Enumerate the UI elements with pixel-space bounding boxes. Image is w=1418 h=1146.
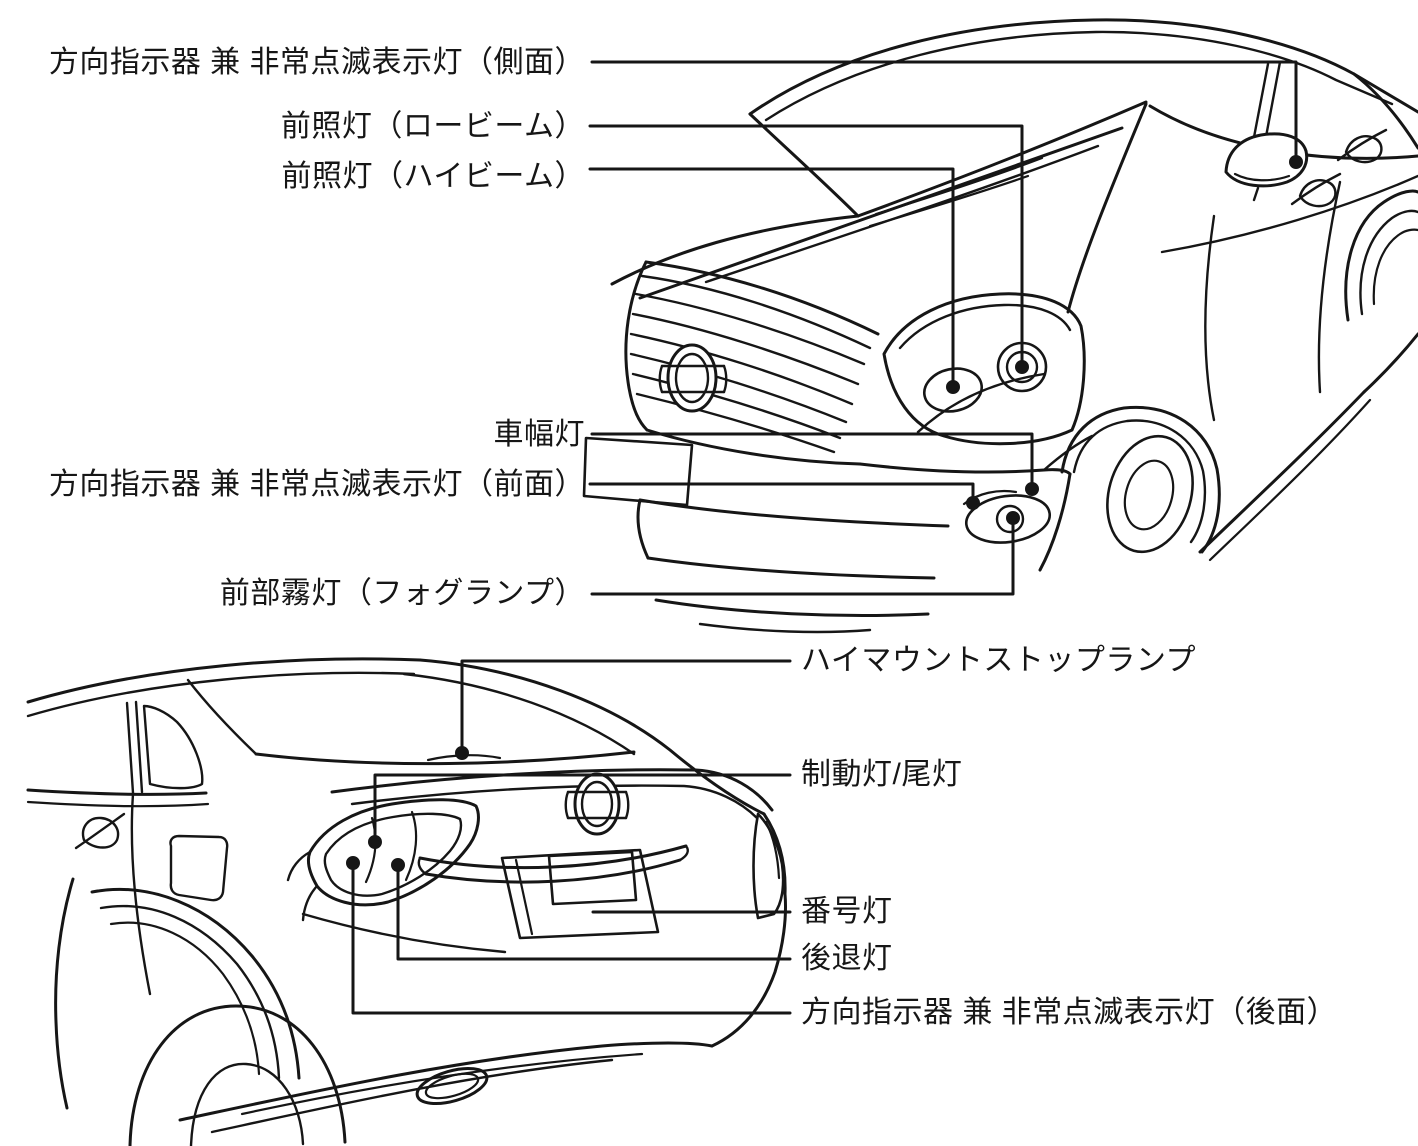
leader-side-turn-signal <box>590 60 1298 160</box>
label-position-light: 車幅灯 <box>493 418 585 451</box>
callout-dot-front-turn-signal <box>966 496 980 510</box>
leader-rear-turn-signal <box>351 867 792 1015</box>
leader-reverse-light <box>396 869 792 961</box>
label-headlight-low-beam: 前照灯（ロービーム） <box>280 110 585 143</box>
front-quarter-view-illustration <box>582 18 1418 634</box>
leader-high-beam <box>588 167 955 384</box>
rear-combination-lamp <box>286 798 480 922</box>
rear-right-lamp <box>752 812 785 920</box>
label-brake-tail-light: 制動灯/尾灯 <box>801 758 963 791</box>
rear-fender-and-wheel <box>54 877 347 1146</box>
callout-dot-side-turn-signal <box>1289 155 1303 169</box>
callout-dot-high-mount-stop-lamp <box>455 746 469 760</box>
trunk-lid <box>330 768 774 940</box>
rear-nissan-badge <box>564 772 630 836</box>
front-fog-lamp-housing <box>964 494 1052 544</box>
callout-dot-reverse-light <box>391 858 405 872</box>
leader-lines <box>346 60 1303 1015</box>
front-bumper <box>582 434 1094 634</box>
door-handles <box>1290 128 1388 208</box>
label-side-turn-signal: 方向指示器 兼 非常点滅表示灯（側面） <box>48 46 585 79</box>
leader-front-fog-lamp <box>590 522 1015 596</box>
leader-low-beam <box>588 124 1024 364</box>
rear-bumper <box>178 812 787 1134</box>
exhaust-tip <box>415 1066 489 1106</box>
leader-brake-tail-light <box>373 773 792 839</box>
label-rear-turn-signal: 方向指示器 兼 非常点滅表示灯（後面） <box>801 996 1338 1029</box>
label-high-mount-stop-lamp: ハイマウントストップランプ <box>801 644 1196 677</box>
callout-dot-high-beam <box>946 380 960 394</box>
label-front-turn-signal: 方向指示器 兼 非常点滅表示灯（前面） <box>48 468 585 501</box>
label-front-fog-lamp: 前部霧灯（フォグランプ） <box>219 577 585 610</box>
callout-dot-position-light <box>1025 482 1039 496</box>
leader-position-light <box>590 432 1034 486</box>
door-mirror <box>1224 132 1309 202</box>
callout-dot-brake-tail-light <box>368 835 382 849</box>
rear-license-plate <box>547 850 638 906</box>
leader-high-mount-stop-lamp <box>460 659 792 750</box>
front-license-plate <box>582 436 694 507</box>
label-license-plate-light: 番号灯 <box>801 895 893 928</box>
rear-body-outline <box>26 657 766 996</box>
callout-dot-front-fog-lamp <box>1006 511 1020 525</box>
callout-dot-low-beam <box>1015 360 1029 374</box>
high-beam-bulb <box>922 367 984 413</box>
leader-front-turn-signal <box>588 482 975 500</box>
front-nissan-badge <box>658 343 728 413</box>
rear-door-handle <box>81 816 120 849</box>
label-reverse-light: 後退灯 <box>801 942 893 975</box>
front-grille <box>624 260 880 466</box>
front-headlight <box>882 292 1086 446</box>
fuel-lid <box>169 834 229 902</box>
front-body-outline <box>610 18 1418 562</box>
label-headlight-high-beam: 前照灯（ハイビーム） <box>281 160 585 193</box>
front-wheel <box>1060 405 1221 554</box>
callout-dot-rear-turn-signal <box>346 856 360 870</box>
rear-quarter-view-illustration <box>26 657 787 1146</box>
